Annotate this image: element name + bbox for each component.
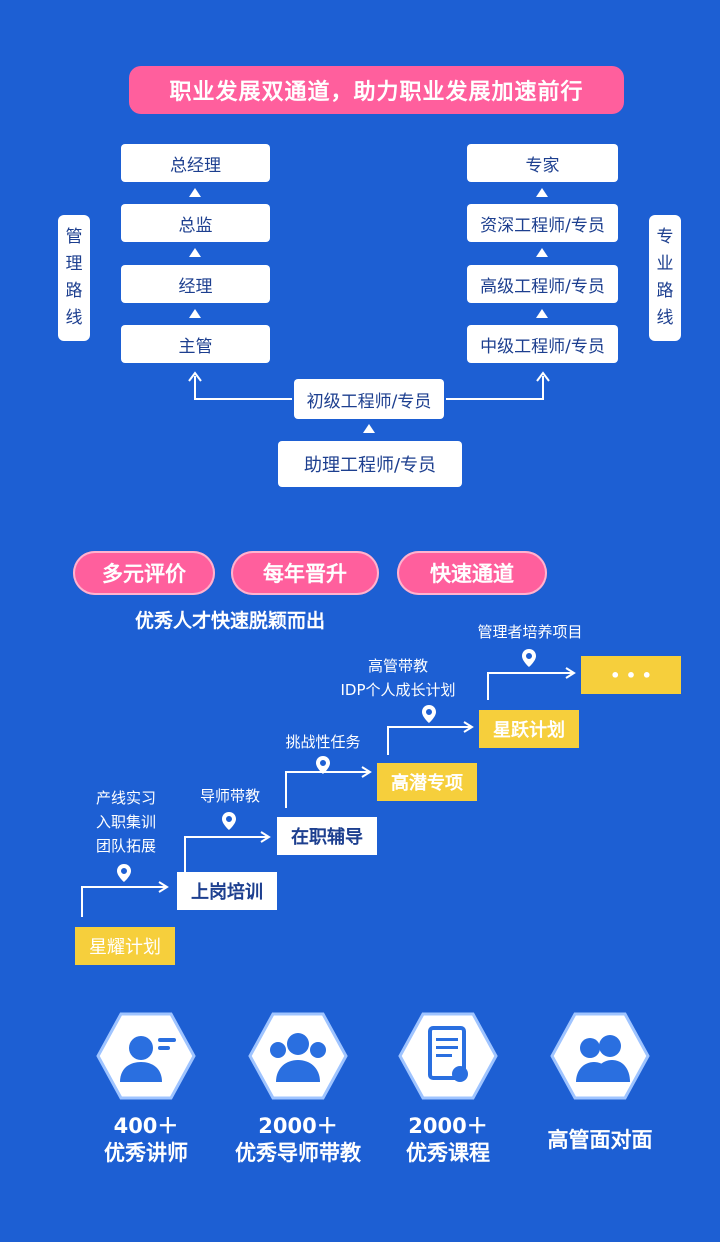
up-arrow-icon	[189, 248, 201, 257]
level-assistant-engineer: 助理工程师/专员	[278, 441, 462, 487]
note-line: 入职集训	[95, 813, 156, 831]
label-char: 管	[65, 227, 83, 247]
note-step5: 管理者培养项目	[477, 623, 583, 641]
note-step1: 产线实习 入职集训 团队拓展	[76, 786, 176, 858]
up-arrow-icon	[536, 248, 548, 257]
label-char: 业	[656, 254, 674, 274]
label-char: 路	[656, 281, 674, 301]
location-pin-icon	[222, 812, 236, 830]
up-arrow-icon	[189, 309, 201, 318]
note-step3: 挑战性任务	[285, 733, 361, 751]
label-char: 线	[656, 308, 674, 328]
stat-executive-label: 高管面对面	[547, 1128, 653, 1152]
location-pin-icon	[522, 649, 536, 667]
location-pin-icon	[422, 705, 436, 723]
subtitle: 优秀人才快速脱颖而出	[135, 610, 326, 632]
location-pin-icon	[117, 864, 131, 882]
banner-title: 职业发展双通道，助力职业发展加速前行	[129, 66, 624, 114]
step-onboarding-training: 上岗培训	[177, 872, 277, 910]
level-manager: 经理	[121, 265, 270, 303]
step-xingyao-plan: 星耀计划	[75, 927, 175, 965]
label-char: 专	[656, 227, 674, 247]
executive-icon	[550, 1012, 650, 1100]
level-junior-engineer: 初级工程师/专员	[294, 379, 444, 419]
level-expert: 专家	[467, 144, 618, 182]
professional-path-label: 专 业 路 线	[649, 215, 681, 341]
stat-lecturers-label: 优秀讲师	[104, 1141, 188, 1165]
up-arrow-icon	[363, 424, 375, 433]
location-pin-icon	[316, 756, 330, 774]
tag-diverse-evaluation: 多元评价	[73, 551, 215, 595]
up-arrow-icon	[536, 309, 548, 318]
step-more: • • •	[581, 656, 681, 694]
note-line: 高管带教	[367, 657, 428, 675]
step-xingyue-plan: 星跃计划	[479, 710, 579, 748]
stat-courses-count: 2000＋	[408, 1114, 488, 1138]
stat-mentors-label: 优秀导师带教	[235, 1141, 361, 1165]
label-char: 线	[65, 308, 83, 328]
mentor-group-icon	[248, 1012, 348, 1100]
note-step4: 高管带教 IDP个人成长计划	[320, 654, 476, 702]
stat-courses-label: 优秀课程	[406, 1141, 490, 1165]
level-senior-engineer: 高级工程师/专员	[467, 265, 618, 303]
note-step2: 导师带教	[199, 787, 260, 805]
step-onjob-coaching: 在职辅导	[277, 817, 377, 855]
up-arrow-icon	[189, 188, 201, 197]
career-connectors	[188, 371, 550, 400]
stat-lecturers-count: 400＋	[113, 1114, 179, 1138]
level-director: 总监	[121, 204, 270, 242]
level-mid-engineer: 中级工程师/专员	[467, 325, 618, 363]
tag-fast-track: 快速通道	[397, 551, 547, 595]
staircase-connectors	[81, 667, 576, 917]
tag-annual-promotion: 每年晋升	[231, 551, 379, 595]
note-line: 产线实习	[95, 789, 156, 807]
step-high-potential: 高潜专项	[377, 763, 477, 801]
stat-mentors-count: 2000＋	[258, 1114, 338, 1138]
note-line: 团队拓展	[95, 837, 156, 855]
level-senior-expert: 资深工程师/专员	[467, 204, 618, 242]
course-certificate-icon	[398, 1012, 498, 1100]
level-supervisor: 主管	[121, 325, 270, 363]
level-general-manager: 总经理	[121, 144, 270, 182]
label-char: 理	[65, 254, 83, 274]
up-arrow-icon	[536, 188, 548, 197]
management-path-label: 管 理 路 线	[58, 215, 90, 341]
lecturer-icon	[96, 1012, 196, 1100]
label-char: 路	[65, 281, 83, 301]
note-line: IDP个人成长计划	[340, 681, 456, 699]
